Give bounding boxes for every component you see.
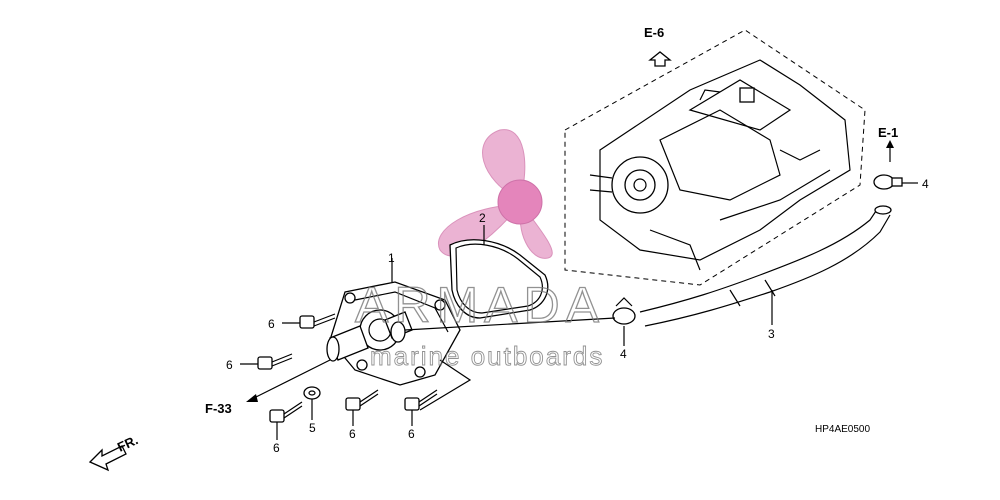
powerhead-reference-outline (564, 29, 866, 286)
ref-e1: E-1 (878, 125, 898, 140)
e1-reference-arrow (886, 140, 894, 162)
watermark-brand: ARMADA (355, 277, 605, 333)
callout-6-lower-left: 6 (273, 441, 280, 455)
callout-6-upper: 6 (268, 317, 275, 331)
callout-4-lower: 4 (620, 347, 627, 361)
diagram-code: HP4AE0500 (815, 424, 870, 435)
gasket (449, 239, 549, 319)
ref-f33: F-33 (205, 401, 232, 416)
callout-6-middle: 6 (226, 358, 233, 372)
bolt-lower-left (269, 401, 303, 423)
bracket-line (419, 359, 472, 411)
bolt-lower-right (404, 389, 438, 411)
water-hose (639, 205, 892, 327)
callout-1: 1 (388, 251, 395, 265)
e6-reference-arrow (648, 51, 672, 67)
water-pump-cover (326, 281, 461, 386)
washer (303, 386, 321, 400)
bolt-lower-center (345, 389, 379, 411)
watermark-propeller-logo (437, 129, 553, 259)
watermark-tagline: marine outboards (370, 341, 604, 371)
hose-clamp-lower (612, 297, 636, 325)
bolt-upper-left (299, 313, 336, 329)
ref-front: FR. (115, 432, 140, 454)
callout-6-lower-center: 6 (349, 427, 356, 441)
bolt-middle-left (257, 353, 293, 370)
front-direction-arrow (88, 445, 127, 472)
callout-6-lower-right: 6 (408, 427, 415, 441)
ref-e6: E-6 (644, 25, 664, 40)
hose-clamp-upper (873, 174, 903, 190)
callout-2: 2 (479, 211, 486, 225)
callout-4-upper: 4 (922, 177, 929, 191)
f33-reference-arrow (246, 359, 331, 402)
assembly-line (404, 317, 616, 331)
callout-5: 5 (309, 421, 316, 435)
callout-3: 3 (768, 327, 775, 341)
